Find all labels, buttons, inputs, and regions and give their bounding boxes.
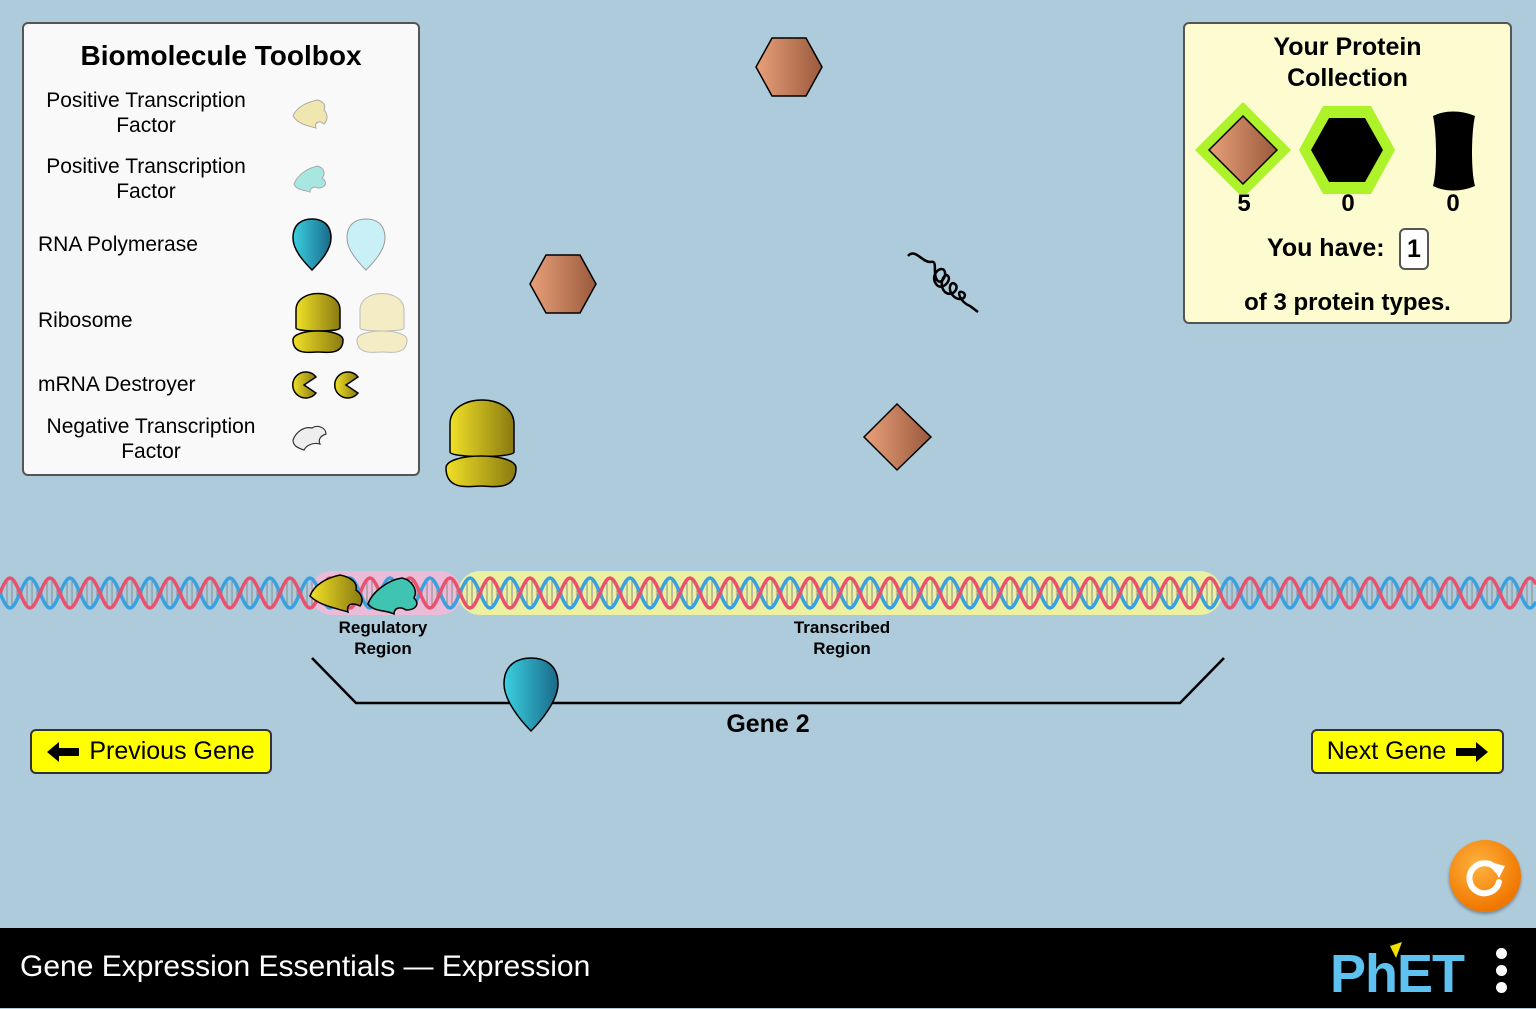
toolbox-item-positive-tf-yellow: Positive Transcription Factor (38, 88, 254, 138)
navigation-bar: Gene Expression Essentials — Expression … (0, 928, 1536, 1008)
toolbox-item-label-line1: Positive Transcription (46, 155, 246, 178)
transcribed-region-label-line2: Region (813, 639, 871, 658)
toolbox-item-ribosome: Ribosome (38, 309, 133, 332)
ribosome-icon[interactable] (290, 286, 410, 356)
previous-gene-button[interactable]: Previous Gene (30, 729, 272, 774)
arrow-right-icon (1456, 741, 1489, 762)
menu-dot (1496, 948, 1507, 959)
toolbox-item-positive-tf-teal: Positive Transcription Factor (38, 154, 254, 204)
barrel-protein-count: 0 (1446, 190, 1460, 217)
positive-transcription-factor-yellow-icon[interactable] (290, 96, 330, 130)
dna-double-helix (0, 576, 1536, 610)
protein-types-text: of 3 protein types. (1244, 289, 1451, 316)
diamond-protein-count: 5 (1237, 190, 1251, 217)
gene-bracket (311, 657, 1225, 705)
negative-transcription-factor-icon[interactable] (290, 422, 330, 454)
options-menu-button[interactable] (1492, 946, 1512, 994)
collection-title-line1: Your Protein (1273, 33, 1422, 61)
collection-title-line2: Collection (1287, 64, 1408, 92)
ribosome-floating[interactable] (445, 399, 517, 488)
collection-title: Your Protein Collection (1185, 32, 1510, 94)
phet-logo[interactable]: PhET (1330, 942, 1480, 1004)
regulatory-region-label: Regulatory Region (322, 617, 444, 659)
toolbox-item-negative-tf: Negative Transcription Factor (38, 414, 264, 464)
biomolecule-toolbox: Biomolecule Toolbox Positive Transcripti… (22, 22, 420, 476)
rna-polymerase-on-dna[interactable] (503, 657, 559, 733)
bound-positive-transcription-factor-yellow[interactable] (309, 574, 363, 614)
transcribed-region-label-line1: Transcribed (793, 618, 891, 637)
gene-label: Gene 2 (726, 710, 810, 738)
positive-transcription-factor-teal-icon[interactable] (290, 162, 330, 196)
menu-dot (1496, 982, 1507, 993)
hexagon-protein-floating[interactable] (755, 37, 823, 97)
toolbox-item-label-line1: Positive Transcription (46, 89, 246, 112)
hexagon-protein-count: 0 (1341, 190, 1355, 217)
transcribed-region-label: Transcribed Region (772, 617, 912, 659)
regulatory-region-label-line1: Regulatory (338, 618, 428, 637)
toolbox-item-label-line1: Negative Transcription (46, 415, 256, 438)
menu-dot (1496, 965, 1507, 976)
protein-collection-panel: Your Protein Collection 5 0 0 You have: … (1183, 22, 1512, 324)
mrna-destroyer-icon[interactable] (290, 370, 362, 400)
previous-gene-label: Previous Gene (89, 737, 255, 765)
sim-title: Gene Expression Essentials — Expression (20, 950, 591, 983)
toolbox-item-label-line2: Factor (121, 440, 181, 463)
diamond-protein-floating[interactable] (862, 402, 933, 472)
hexagon-protein-slot-icon (1299, 106, 1395, 194)
protein-types-count-box: 1 (1399, 228, 1429, 270)
scene-graphics (0, 37, 1536, 733)
arrow-left-icon (47, 741, 80, 762)
phet-logo-text: PhET (1330, 944, 1465, 998)
toolbox-item-rna-polymerase: RNA Polymerase (38, 233, 198, 256)
collection-protein-icons (1195, 102, 1475, 194)
barrel-protein-slot-icon (1433, 111, 1475, 191)
simulation-play-area: Biomolecule Toolbox Positive Transcripti… (0, 22, 1536, 912)
next-gene-label: Next Gene (1326, 737, 1447, 765)
you-have-label: You have: (1267, 234, 1385, 262)
reset-icon (1466, 860, 1505, 897)
toolbox-item-label-line2: Factor (116, 180, 176, 203)
hexagon-protein-floating[interactable] (529, 254, 597, 314)
mrna-strand[interactable] (907, 252, 979, 313)
diamond-protein-collected-icon (1195, 102, 1291, 194)
regulatory-region-label-line2: Region (354, 639, 412, 658)
next-gene-button[interactable]: Next Gene (1311, 729, 1504, 774)
reset-all-button[interactable] (1449, 840, 1521, 912)
toolbox-item-mrna-destroyer: mRNA Destroyer (38, 373, 196, 396)
rna-polymerase-icon[interactable] (290, 216, 390, 272)
phet-logo-graphic: PhET (1330, 942, 1466, 1004)
toolbox-title: Biomolecule Toolbox (80, 40, 362, 71)
dna-strand-red (0, 576, 1536, 610)
toolbox-item-label-line2: Factor (116, 114, 176, 137)
bound-positive-transcription-factor-teal[interactable] (367, 577, 418, 616)
